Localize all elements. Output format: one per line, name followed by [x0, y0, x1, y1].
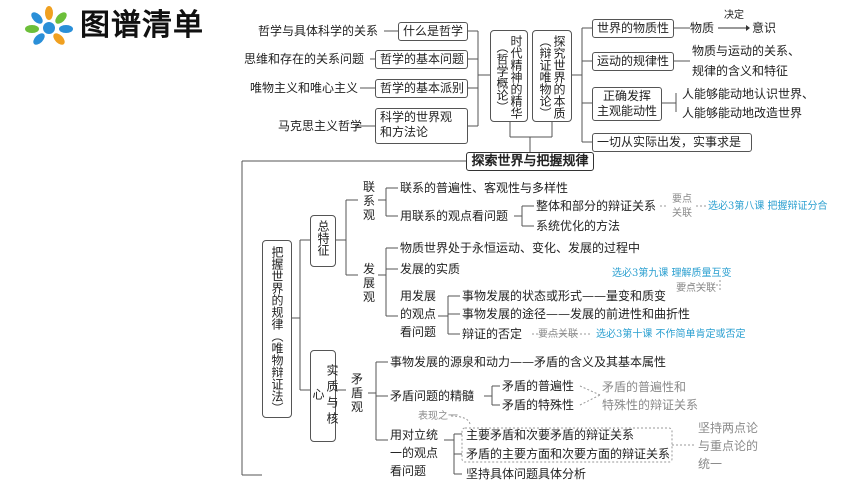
core-u-note-2: 与重点论的 — [698, 439, 759, 453]
core-item-2: 矛盾问题的精髓 — [390, 389, 475, 403]
box-essence-core-text: 实质与核心 — [311, 364, 339, 428]
box-explore-essence: 探究世界的本质（辩证唯物论） — [532, 30, 572, 122]
box-what-is-philosophy: 什么是哲学 — [398, 22, 468, 41]
label-dev-view: 发展观 — [362, 262, 375, 304]
core-item-1: 事物发展的源泉和动力——矛盾的含义及其基本属性 — [390, 355, 667, 369]
core-unity-3: 看问题 — [390, 464, 427, 478]
box-grasp-laws-text: 把握世界的规律（唯物辩证法） — [270, 246, 284, 414]
box-essence-core: 实质与核心 — [310, 350, 339, 442]
dev-v3: 辩证的否定 — [462, 327, 523, 341]
dev-v2: 事物发展的途径——发展的前进性和曲折性 — [462, 307, 691, 321]
label-contradiction-view: 矛盾观 — [350, 372, 363, 414]
dev-view-3: 看问题 — [400, 325, 437, 339]
box-worldview-method: 科学的世界观 和方法论 — [375, 108, 468, 144]
dev-item-1: 物质世界处于永恒运动、变化、发展的过程中 — [400, 241, 641, 255]
box-subjective-initiative: 正确发挥 主观能动性 — [592, 87, 662, 121]
dev-view-1: 用发展 — [400, 289, 437, 303]
core-note-2a: 矛盾的普遍性和 — [602, 380, 687, 394]
text-recognize-world: 人能够能动地认识世界、 — [682, 87, 815, 101]
box-general-features-text: 总特征 — [316, 220, 330, 256]
core-note-2b: 特殊性的辩证关系 — [602, 398, 699, 412]
box-explore-essence-text: 探究世界的本质（辩证唯物论） — [538, 35, 566, 119]
box-era-spirit-text: 时代精神的精华（哲学概论） — [495, 35, 523, 119]
page-title: 图谱清单 — [80, 8, 204, 43]
box-basic-question: 哲学的基本问题 — [375, 50, 468, 69]
box-era-spirit: 时代精神的精华（哲学概论） — [490, 30, 528, 122]
link-item-2: 用联系的观点看问题 — [400, 209, 509, 223]
core-u1: 主要矛盾和次要矛盾的辩证关系 — [466, 428, 635, 442]
box-subjective-line1: 正确发挥 — [602, 89, 651, 103]
text-law-meaning: 规律的含义和特征 — [692, 64, 789, 78]
ref-link-2: 选必3第九课 理解质量互变 — [612, 268, 732, 279]
text-matter: 物质 — [690, 21, 715, 35]
link-item-1: 联系的普遍性、客观性与多样性 — [400, 181, 569, 195]
arrow-icon — [718, 25, 750, 31]
box-worldview-line1: 科学的世界观 — [380, 110, 453, 124]
desc-thinking-existence: 思维和存在的关系问题 — [244, 52, 365, 66]
desc-marxist-philosophy: 马克思主义哲学 — [278, 119, 363, 133]
logo-icon — [24, 6, 74, 46]
core-show: 表现之一 — [418, 411, 458, 422]
desc-materialism-idealism: 唯物主义和唯心主义 — [250, 81, 359, 95]
text-matter-motion: 物质与运动的关系、 — [692, 44, 801, 58]
ref-link-1: 选必3第八课 把握辩证分合 — [708, 201, 828, 212]
box-subjective-line2: 主观能动性 — [597, 104, 658, 118]
link-item-2a: 整体和部分的辩证关系 — [536, 199, 657, 213]
text-consciousness: 意识 — [752, 21, 777, 35]
text-determine: 决定 — [724, 10, 744, 21]
box-basic-schools: 哲学的基本派别 — [375, 79, 468, 98]
ref-link-3: 选必3第十课 不作简单肯定或否定 — [596, 329, 746, 340]
desc-philosophy-science: 哲学与具体科学的关系 — [258, 24, 379, 38]
box-grasp-laws: 把握世界的规律（唯物辩证法） — [262, 240, 292, 418]
key-point-3: 要点关联 — [538, 329, 578, 340]
core-u-note-3: 统一 — [698, 457, 723, 471]
core-u-note-1: 坚持两点论 — [698, 421, 759, 435]
link-item-2b: 系统优化的方法 — [536, 219, 621, 233]
box-general-features: 总特征 — [310, 215, 336, 267]
box-motion-law: 运动的规律性 — [592, 52, 674, 71]
key-point-2: 要点关联 — [676, 283, 716, 294]
dev-v1: 事物发展的状态或形式——量变和质变 — [462, 289, 667, 303]
label-link-view: 联系观 — [362, 180, 375, 222]
core-u3: 坚持具体问题具体分析 — [466, 467, 587, 481]
text-transform-world: 人能够能动地改造世界 — [682, 106, 803, 120]
dev-item-2: 发展的实质 — [400, 262, 461, 276]
core-item-2b: 矛盾的特殊性 — [502, 398, 575, 412]
core-u2: 矛盾的主要方面和次要方面的辩证关系 — [466, 447, 671, 461]
root-node: 探索世界与把握规律 — [466, 152, 594, 171]
box-seek-truth: 一切从实际出发，实事求是 — [592, 133, 752, 152]
key-point-1a: 要点 — [672, 194, 692, 205]
core-item-2a: 矛盾的普遍性 — [502, 379, 575, 393]
dev-view-2: 的观点 — [400, 307, 437, 321]
key-point-1b: 关联 — [672, 208, 692, 219]
core-unity-1: 用对立统 — [390, 428, 439, 442]
core-unity-2: 一的观点 — [390, 446, 439, 460]
box-material-world: 世界的物质性 — [592, 19, 674, 38]
box-worldview-line2: 和方法论 — [380, 125, 429, 139]
